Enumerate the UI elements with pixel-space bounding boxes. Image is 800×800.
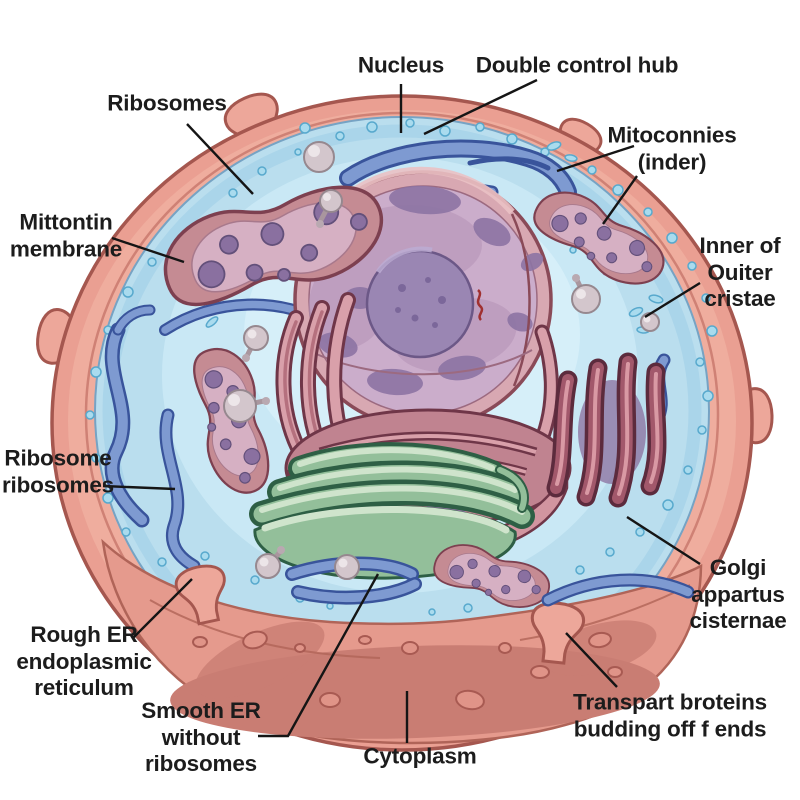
label-inner-of-ouiter-cristae: Inner of Ouiter cristae — [699, 233, 781, 312]
leader-ribosomes — [186, 123, 254, 195]
label-smooth-er: Smooth ER without ribosomes — [141, 698, 261, 777]
label-cytoplasm: Cytoplasm — [363, 743, 477, 769]
leader-rough-er — [132, 578, 193, 639]
pearl-vesicles — [223, 141, 660, 580]
nucleolus — [365, 246, 475, 359]
leader-lines — [102, 78, 701, 743]
golgi-maroon-stack — [546, 352, 667, 508]
label-transpart-broteins: Transpart broteins budding off f ends — [573, 689, 767, 741]
leader-ribosome-ribosomes — [102, 484, 176, 491]
label-mittontin-membrane: Mittontin membrane — [9, 209, 123, 261]
label-rough-er: Rough ER endoplasmic reticulum — [16, 622, 152, 701]
leader-smooth-er — [258, 573, 380, 738]
label-mitoconnies: Mitoconnies (inder) — [607, 122, 737, 174]
leader-transpart-broteins — [565, 632, 618, 688]
cytoplasm-band — [101, 538, 703, 745]
label-double-control-hub: Double control hub — [475, 52, 679, 78]
leader-golgi-appartus — [626, 515, 701, 566]
label-ribosome-ribosomes: Ribosome ribosomes — [2, 445, 114, 497]
label-golgi-appartus-cisternae: Golgi appartus cisternae — [689, 555, 787, 634]
leader-mitoconnies-b — [602, 175, 638, 225]
leader-inner-of-ouiter-cristae — [644, 281, 701, 319]
leader-mitoconnies-a — [556, 144, 635, 173]
tubules-below-golgi — [285, 556, 695, 607]
label-nucleus: Nucleus — [357, 52, 445, 78]
leader-double-control-hub — [423, 78, 538, 136]
leader-mittontin-membrane — [111, 236, 185, 264]
label-ribosomes: Ribosomes — [107, 90, 227, 116]
